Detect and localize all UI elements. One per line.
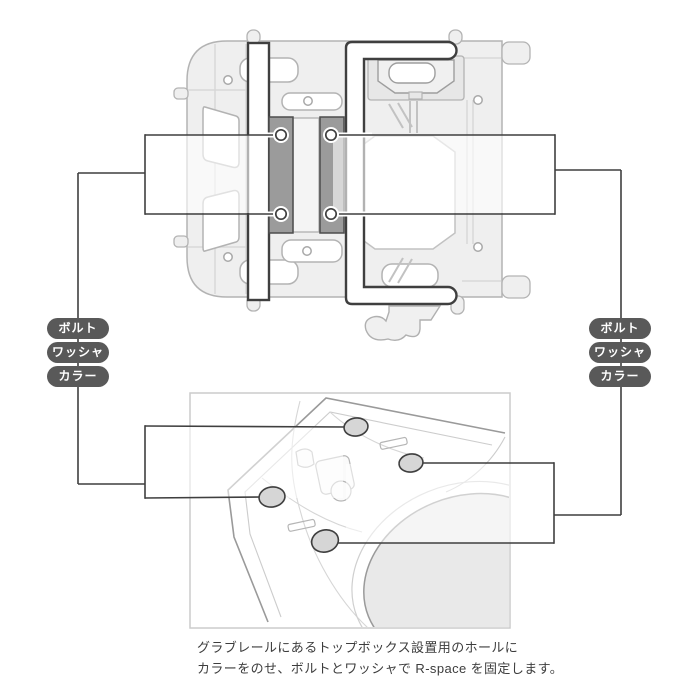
bolt-holes xyxy=(273,127,339,222)
bolt-hole-top-left xyxy=(274,128,288,142)
bolt-hole-top-right xyxy=(324,128,338,142)
latch-hook xyxy=(364,305,442,342)
bottom-callout-lines xyxy=(78,425,621,544)
caption: グラブレールにあるトップボックス設置用のホールに カラーをのせ、ボルトとワッシャ… xyxy=(197,637,563,679)
part-labels-right: ボルト ワッシャ カラー xyxy=(589,318,651,387)
callout-box-top-left xyxy=(145,135,268,213)
label-washer: ワッシャ xyxy=(47,342,109,363)
caption-line-1: グラブレールにあるトップボックス設置用のホールに xyxy=(197,640,519,655)
label-collar: カラー xyxy=(47,366,109,387)
right-tube xyxy=(344,40,458,306)
struts xyxy=(388,101,418,284)
part-labels-left: ボルト ワッシャ カラー xyxy=(47,318,109,387)
bracket-center-plate xyxy=(292,117,320,233)
callout-box-bottom-right xyxy=(346,464,553,543)
rack-small-holes xyxy=(223,75,483,262)
latch-assembly xyxy=(367,55,465,101)
mount-hole-right xyxy=(398,453,424,473)
grab-rail-mount-holes xyxy=(258,417,424,553)
top-callout-lines xyxy=(78,134,621,215)
label-collar: カラー xyxy=(589,366,651,387)
callout-box-bottom-left xyxy=(145,426,343,498)
label-bolt: ボルト xyxy=(47,318,109,339)
bolt-hole-bottom-left xyxy=(274,207,288,221)
caption-line-2: カラーをのせ、ボルトとワッシャで R-space を固定します。 xyxy=(197,661,564,676)
bolt-hole-bottom-right xyxy=(324,207,338,221)
callout-box-top-right xyxy=(333,135,555,213)
label-washer: ワッシャ xyxy=(589,342,651,363)
label-bolt: ボルト xyxy=(589,318,651,339)
mount-hole-bottom xyxy=(310,529,340,553)
mount-hole-top xyxy=(343,417,369,437)
mount-hole-left xyxy=(258,486,286,508)
